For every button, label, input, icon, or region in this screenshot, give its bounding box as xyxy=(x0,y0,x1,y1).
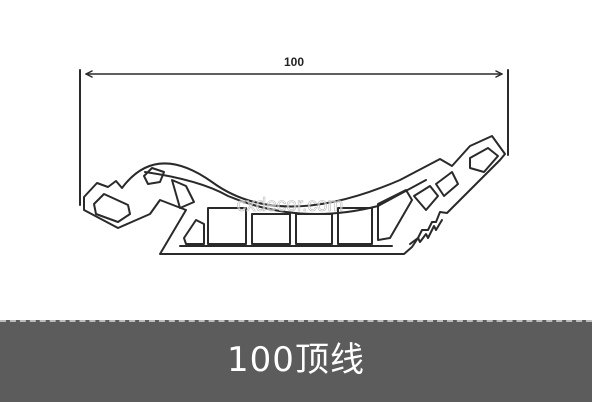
caption-bar: 100顶线 xyxy=(0,320,592,402)
chamber-3 xyxy=(207,207,247,245)
right-pocket xyxy=(469,147,499,173)
chamber-9 xyxy=(435,171,459,197)
left-pocket xyxy=(93,193,131,223)
chamber-2 xyxy=(183,219,205,245)
dimension-label: 100 xyxy=(284,55,304,69)
chamber-1 xyxy=(171,179,195,209)
serrated-teeth xyxy=(409,219,443,245)
profile-drawing: 100 cxdecor.com xyxy=(79,55,509,255)
profile-inner-curve xyxy=(144,171,427,215)
chamber-8 xyxy=(413,185,439,211)
caption-title: 100顶线 xyxy=(227,340,365,380)
watermark: cxdecor.com xyxy=(237,195,344,216)
chamber-7 xyxy=(377,189,413,241)
chamber-4 xyxy=(251,213,291,245)
chamber-6 xyxy=(337,207,373,245)
chamber-5 xyxy=(295,213,333,245)
profile-outline xyxy=(83,135,506,255)
left-slot xyxy=(143,167,165,185)
caption-divider xyxy=(0,320,592,322)
dimension-lines xyxy=(79,69,509,206)
